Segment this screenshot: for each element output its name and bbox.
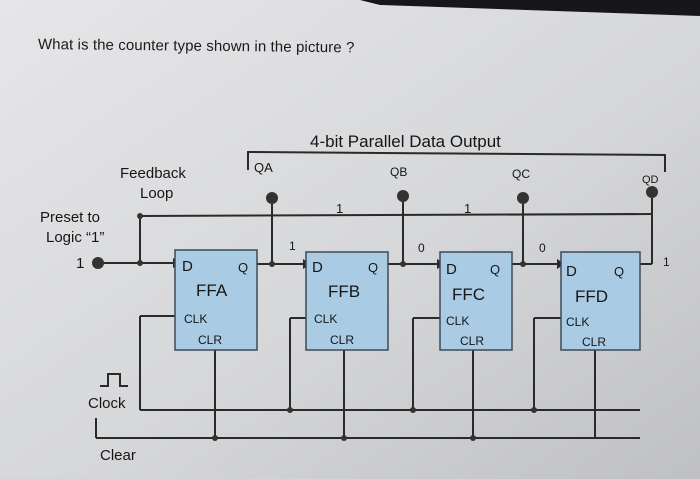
qc-terminal <box>517 192 529 204</box>
bit-label-in-b: 1 <box>289 239 296 253</box>
ffc-clr: CLR <box>460 334 484 348</box>
ffb-clr: CLR <box>330 333 354 347</box>
ffc-name: FFC <box>452 285 485 304</box>
junction-clr-a <box>212 435 218 441</box>
junction-clr-b <box>341 435 347 441</box>
qa-terminal <box>266 192 278 204</box>
preset-label-line1: Preset to <box>40 209 100 226</box>
ffc-q: Q <box>490 262 500 277</box>
ffa-clr: CLR <box>198 333 222 347</box>
output-title: 4-bit Parallel Data Output <box>310 132 501 151</box>
junction-qb <box>400 261 406 267</box>
ffd-clr: CLR <box>582 335 606 349</box>
ffa-box <box>174 249 258 351</box>
wires <box>95 150 666 439</box>
ffc-d: D <box>446 261 457 278</box>
feedback-line <box>139 213 653 217</box>
ffb-clk: CLK <box>314 312 337 326</box>
junction-clk-c <box>410 407 416 413</box>
preset-terminal <box>92 257 104 269</box>
qb-label: QB <box>390 165 407 179</box>
ffc-clk: CLK <box>446 314 469 328</box>
ffd-clk: CLK <box>566 315 589 329</box>
junction-clk-b <box>287 407 293 413</box>
clear-label: Clear <box>100 447 136 464</box>
qa-label: QA <box>254 160 273 175</box>
feedback-label-line2: Loop <box>140 185 173 202</box>
clock-pulse-icon <box>100 373 128 387</box>
qc-label: QC <box>512 167 530 181</box>
bit-label-line-b: 1 <box>336 201 343 216</box>
junction-preset <box>137 260 143 266</box>
ffb-box <box>305 251 389 351</box>
qd-terminal <box>646 186 658 198</box>
junction-qc <box>520 261 526 267</box>
junction-clk-d <box>531 407 537 413</box>
bit-label-in-d: 0 <box>539 241 546 255</box>
ffa-clk: CLK <box>184 312 207 326</box>
ffd-name: FFD <box>575 287 608 306</box>
output-bracket <box>247 150 666 172</box>
ffb-name: FFB <box>328 282 360 301</box>
qb-terminal <box>397 190 409 202</box>
flip-flops <box>174 249 641 351</box>
ffb-q: Q <box>368 260 378 275</box>
nodes <box>92 186 658 441</box>
ffa-name: FFA <box>196 281 228 300</box>
qd-label: QD <box>642 174 659 186</box>
feedback-label-line1: Feedback <box>120 165 186 182</box>
bit-label-in-c: 0 <box>418 241 425 255</box>
ffc-box <box>439 251 513 351</box>
junction-feedback <box>137 213 143 219</box>
junction-clr-c <box>470 435 476 441</box>
preset-value: 1 <box>76 255 84 272</box>
preset-label-line2: Logic “1” <box>46 229 104 246</box>
ffb-d: D <box>312 259 323 276</box>
clock-label: Clock <box>88 395 126 412</box>
ffd-d: D <box>566 263 577 280</box>
bit-label-line-c: 1 <box>464 201 471 216</box>
ffa-q: Q <box>238 260 248 275</box>
bit-label-out-d: 1 <box>663 255 670 269</box>
ffd-q: Q <box>614 264 624 279</box>
ffd-box <box>560 251 641 351</box>
ffa-d: D <box>182 258 193 275</box>
junction-qa <box>269 261 275 267</box>
